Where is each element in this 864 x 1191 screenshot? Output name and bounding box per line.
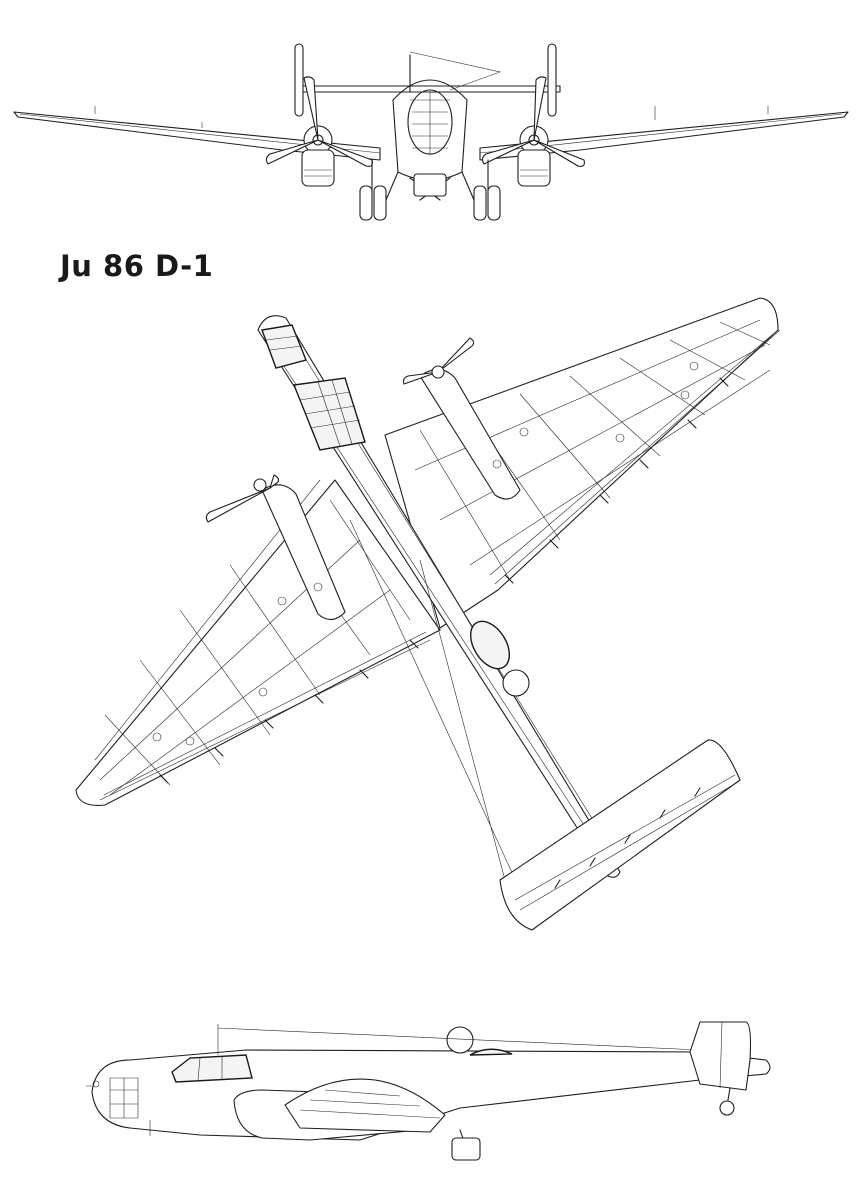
side-view — [86, 1021, 771, 1161]
front-view — [13, 43, 849, 221]
top-view — [75, 297, 781, 931]
aircraft-title: Ju 86 D-1 — [60, 249, 214, 283]
